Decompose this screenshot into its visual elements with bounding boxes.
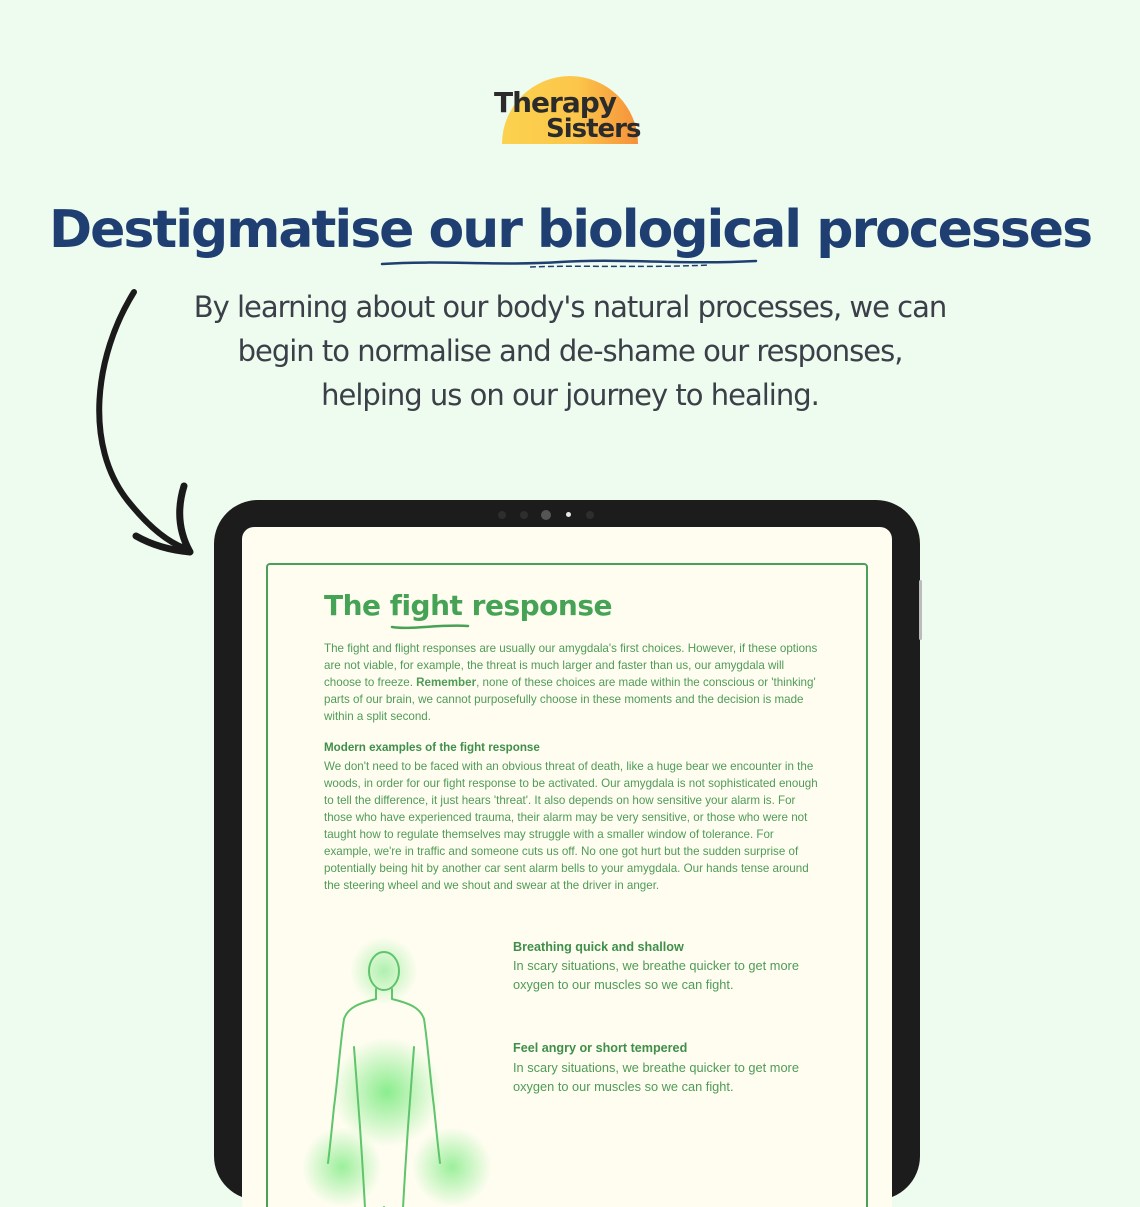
sensor-icon <box>498 511 506 519</box>
symptom-text-1: In scary situations, we breathe quicker … <box>513 958 799 992</box>
logo-word-therapy: Therapy <box>494 86 617 119</box>
therapy-sisters-logo: Therapy Sisters <box>490 72 650 148</box>
intro-text-end: , none of these choices are made within … <box>324 676 816 723</box>
head-glow <box>350 937 418 1005</box>
symptom-heading-2: Feel angry or short tempered <box>513 1041 688 1055</box>
title-part-2: response <box>462 589 613 622</box>
symptom-heading-1: Breathing quick and shallow <box>513 940 684 954</box>
title-underline-swoosh <box>390 624 470 630</box>
section-paragraph: We don't need to be faced with an obviou… <box>324 760 818 892</box>
document-border <box>266 563 868 1207</box>
section-heading: Modern examples of the fight response <box>324 741 540 754</box>
subtitle: By learning about our body's natural pro… <box>0 285 1140 417</box>
tablet-side-button <box>919 580 922 640</box>
intro-bold-text: Remember <box>416 676 477 689</box>
headline-underline-scribble <box>380 259 758 268</box>
curved-arrow-icon <box>96 289 194 556</box>
intro-paragraph: The fight and flight responses are usual… <box>324 640 824 725</box>
title-part-1: The <box>324 589 390 622</box>
sensor-icon <box>586 511 594 519</box>
tablet-device: The fight response The fight and flight … <box>214 500 922 1207</box>
document-title: The fight response <box>324 589 613 622</box>
subtitle-line-1: By learning about our body's natural pro… <box>193 290 948 324</box>
sensor-icon <box>520 511 528 519</box>
headline: Destigmatise our biological processes <box>48 200 1093 260</box>
tablet-camera-bar <box>494 509 614 521</box>
camera-icon <box>541 510 551 520</box>
body-outline-figure <box>302 927 492 1207</box>
logo-word-sisters: Sisters <box>546 114 641 144</box>
intro-text-start: The fight and flight responses are usual… <box>324 642 818 689</box>
title-emphasis: fight <box>389 589 463 622</box>
symptom-text-2: In scary situations, we breathe quicker … <box>513 1060 799 1094</box>
subtitle-line-2: begin to normalise and de-shame our resp… <box>237 334 904 368</box>
tablet-screen: The fight response The fight and flight … <box>242 527 892 1207</box>
human-body-outline-icon <box>327 951 441 1207</box>
sun-logo-icon <box>502 76 638 144</box>
indicator-light-icon <box>566 512 571 517</box>
subtitle-line-3: helping us on our journey to healing. <box>321 378 820 412</box>
